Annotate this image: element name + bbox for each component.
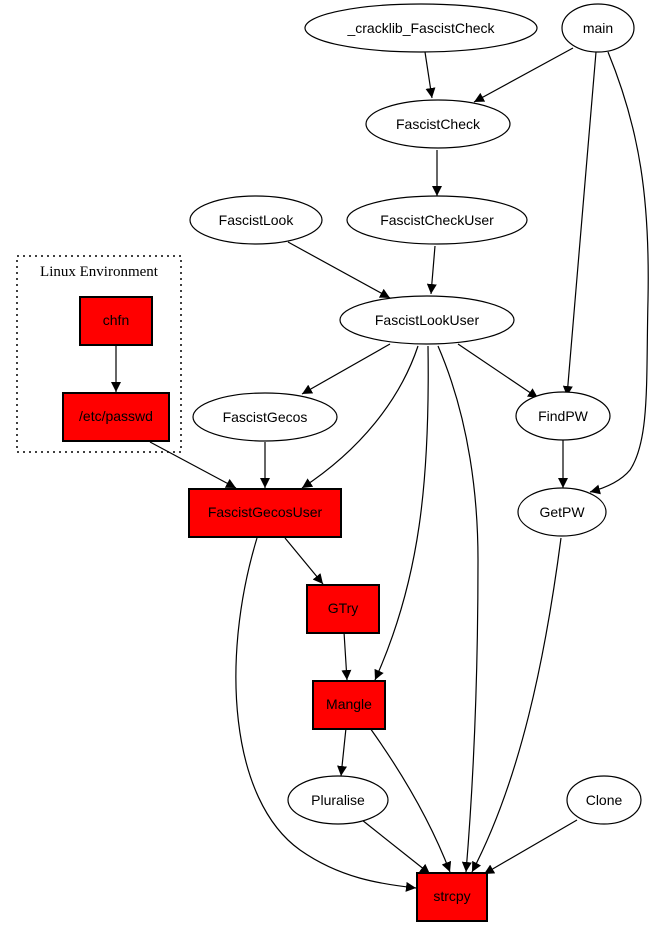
node-label: chfn [103, 312, 129, 328]
edge-fascistlookuser-findpw [457, 343, 539, 399]
node-strcpy: strcpy [416, 872, 488, 922]
edge-mangle-strcpy [369, 727, 452, 873]
node-label: _cracklib_FascistCheck [346, 20, 495, 36]
edge-fascistlookuser-fascistgecos [301, 343, 391, 395]
edge-cracklib-fascistcheck [424, 51, 436, 99]
cluster-label: Linux Environment [40, 264, 159, 280]
node-fascistcheckuser: FascistCheckUser [346, 195, 528, 245]
edges [111, 47, 649, 892]
node-label: FascistLook [219, 212, 295, 228]
node-label: Pluralise [311, 792, 365, 808]
node-mangle: Mangle [312, 680, 386, 730]
node-fascistgecosuser: FascistGecosUser [188, 488, 342, 538]
edge-fascistlookuser-mangle [374, 345, 429, 681]
node-chfn: chfn [79, 296, 153, 346]
node-label: GTry [328, 600, 359, 616]
node-main: main [561, 3, 635, 53]
node-label: FascistCheckUser [380, 212, 494, 228]
edge-fascistlook-fascistlookuser [287, 241, 391, 299]
edge-fascistgecosuser-gtry [284, 537, 324, 585]
node-fascistlook: FascistLook [189, 195, 323, 245]
edge-fascistgecosuser-strcpy [235, 537, 417, 892]
node-fascistlookuser: FascistLookUser [339, 295, 515, 345]
edge-pluralise-strcpy [361, 819, 431, 875]
node-fascistgecos: FascistGecos [192, 392, 338, 442]
node-label: strcpy [433, 888, 470, 904]
linux-environment-cluster: Linux Environment [16, 255, 182, 453]
node-pluralise: Pluralise [287, 775, 389, 825]
edge-fascistlookuser-strcpy [437, 345, 479, 873]
node-label: Clone [586, 792, 623, 808]
node-label: FascistGecos [223, 409, 308, 425]
edge-fascistcheckuser-fascistlookuser [426, 245, 437, 295]
edge-clone-strcpy [483, 819, 578, 875]
edge-main-findpw [562, 51, 597, 397]
node-label: FascistCheck [396, 116, 481, 132]
edge-fascistlookuser-fascistgecosuser [301, 345, 419, 489]
node-label: GetPW [539, 504, 585, 520]
edge-getpw-strcpy [471, 537, 562, 873]
edge-main-getpw [589, 51, 649, 495]
edge-gtry-mangle [341, 631, 352, 681]
node-label: /etc/passwd [79, 408, 153, 424]
node-label: main [583, 20, 613, 36]
node-clone: Clone [566, 775, 642, 825]
node-etc-passwd: /etc/passwd [62, 392, 170, 442]
node-fascistcheck: FascistCheck [365, 99, 511, 149]
edge-mangle-pluralise [337, 727, 348, 777]
edge-etcpasswd-fascistgecosuser [149, 441, 237, 489]
node-findpw: FindPW [515, 391, 611, 441]
edge-main-fascistcheck [473, 47, 574, 103]
node-label: Mangle [326, 696, 372, 712]
node-label: FascistGecosUser [208, 504, 323, 520]
node-label: FindPW [538, 408, 589, 424]
node-label: FascistLookUser [375, 312, 480, 328]
node-getpw: GetPW [517, 487, 607, 537]
node-gtry: GTry [306, 584, 380, 634]
node-cracklib-fascistcheck: _cracklib_FascistCheck [304, 3, 538, 53]
